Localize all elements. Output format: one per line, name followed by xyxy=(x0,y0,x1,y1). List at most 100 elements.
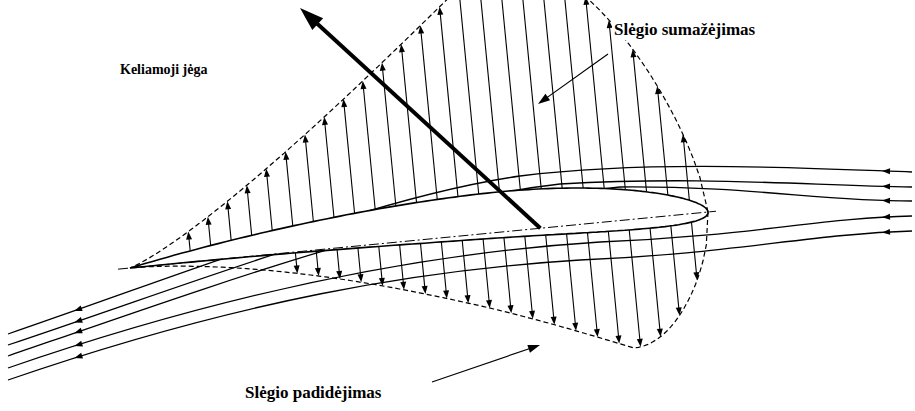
suction-arrow xyxy=(247,191,251,236)
suction-arrow xyxy=(305,140,313,221)
suction-arrow xyxy=(440,12,458,196)
streamline-arrowhead xyxy=(74,317,83,323)
suction-arrow xyxy=(498,0,520,190)
pressure-arrow-head xyxy=(693,272,699,280)
suction-arrow-head xyxy=(380,63,386,71)
streamline-arrowhead xyxy=(882,214,890,220)
suction-arrow-head xyxy=(225,201,231,209)
leader-arrow-head xyxy=(527,345,540,353)
suction-arrow xyxy=(325,123,334,218)
pressure-arrow xyxy=(587,233,597,332)
pressure-arrow xyxy=(337,250,339,274)
suction-arrow-head xyxy=(303,135,309,143)
pressure-arrow-head xyxy=(465,295,471,303)
pressure-arrow xyxy=(525,236,532,313)
suction-arrow xyxy=(402,50,417,203)
force-label: Slėgio padidėjimas xyxy=(243,383,384,403)
pressure-arrow xyxy=(650,228,660,331)
chord-line xyxy=(118,211,716,269)
suction-arrow-head xyxy=(206,217,212,225)
streamline xyxy=(8,231,912,380)
pressure-arrow-head xyxy=(529,311,535,319)
pressure-arrow xyxy=(379,246,382,280)
suction-arrow xyxy=(363,87,375,210)
suction-arrow xyxy=(421,31,437,199)
pressure-arrow xyxy=(608,231,618,338)
suction-arrow-head xyxy=(264,169,270,177)
suction-arrow xyxy=(609,26,625,190)
suction-arrow-head xyxy=(245,185,251,193)
lift-force-arrow-head xyxy=(300,8,323,30)
streamline-arrowhead xyxy=(882,184,890,190)
suction-arrow xyxy=(658,92,668,195)
pressure-arrow-head xyxy=(657,328,663,336)
pressure-arrow-head xyxy=(422,286,428,294)
suction-arrow-head xyxy=(631,49,637,57)
suction-arrow xyxy=(563,0,583,188)
suction-arrow xyxy=(684,140,690,200)
pressure-arrow xyxy=(483,239,489,302)
suction-arrow-head xyxy=(583,0,589,5)
pressure-arrow-head xyxy=(615,335,621,343)
leader-arrow xyxy=(432,348,532,382)
pressure-arrow xyxy=(441,242,446,293)
suction-arrow xyxy=(586,2,604,188)
streamline-arrowhead xyxy=(882,229,890,235)
pressure-arrow xyxy=(671,226,679,310)
pressure-arrow xyxy=(462,240,468,297)
leader-arrow-head xyxy=(538,94,550,104)
pressure-arrow xyxy=(420,243,424,288)
suction-arrow xyxy=(228,207,231,241)
pressure-arrow xyxy=(504,238,511,308)
pressure-arrow xyxy=(567,234,576,325)
force-label: Slėgio sumažėjimas xyxy=(612,20,757,40)
pressure-arrow xyxy=(358,248,361,277)
suction-arrow-head xyxy=(283,152,289,160)
streamline-arrowhead xyxy=(74,341,83,347)
suction-arrow xyxy=(286,157,293,226)
suction-arrow-head xyxy=(399,44,405,52)
pressure-arrow-head xyxy=(637,339,643,347)
suction-arrow xyxy=(519,0,541,189)
pressure-arrow-head xyxy=(336,271,342,279)
airfoil-profile xyxy=(130,188,708,268)
streamline-arrowhead xyxy=(882,198,890,204)
pressure-arrow-head xyxy=(594,329,600,337)
pressure-arrow-head xyxy=(486,300,492,308)
suction-arrow xyxy=(633,55,646,192)
suction-arrow-head xyxy=(186,232,192,240)
pressure-arrow-head xyxy=(294,265,300,273)
pressure-arrow-head xyxy=(443,290,449,298)
pressure-arrow-head xyxy=(572,323,578,331)
pressure-arrow xyxy=(546,235,554,319)
suction-arrow-head xyxy=(655,86,661,94)
suction-arrow-head xyxy=(418,26,424,34)
pressure-arrow-head xyxy=(676,307,682,315)
streamline-arrowhead xyxy=(74,353,83,359)
streamline-arrowhead xyxy=(882,168,890,174)
suction-arrow-head xyxy=(322,117,328,125)
leader-arrow xyxy=(545,54,608,99)
pressure-arrow-head xyxy=(508,305,514,313)
pressure-arrow-head xyxy=(379,278,385,286)
streamline xyxy=(8,181,912,345)
suction-arrow-head xyxy=(361,81,367,89)
pressure-arrow-head xyxy=(400,282,406,290)
suction-arrow-head xyxy=(437,7,443,15)
pressure-arrow xyxy=(629,230,640,341)
streamline-arrowhead xyxy=(74,328,83,334)
pressure-arrow-head xyxy=(315,268,321,276)
pressure-arrow xyxy=(691,222,696,274)
suction-arrow xyxy=(208,222,210,245)
streamline-arrowhead xyxy=(74,305,83,311)
pressure-arrow xyxy=(400,245,404,284)
suction-arrow xyxy=(267,174,272,230)
suction-arrow-head xyxy=(341,99,347,107)
lift-force-arrow xyxy=(312,19,540,228)
pressure-arrow xyxy=(316,251,318,270)
suction-arrow-head xyxy=(681,134,687,142)
suction-arrow xyxy=(344,105,355,214)
suction-arrow xyxy=(478,0,499,192)
pressure-arrow-head xyxy=(551,316,557,324)
